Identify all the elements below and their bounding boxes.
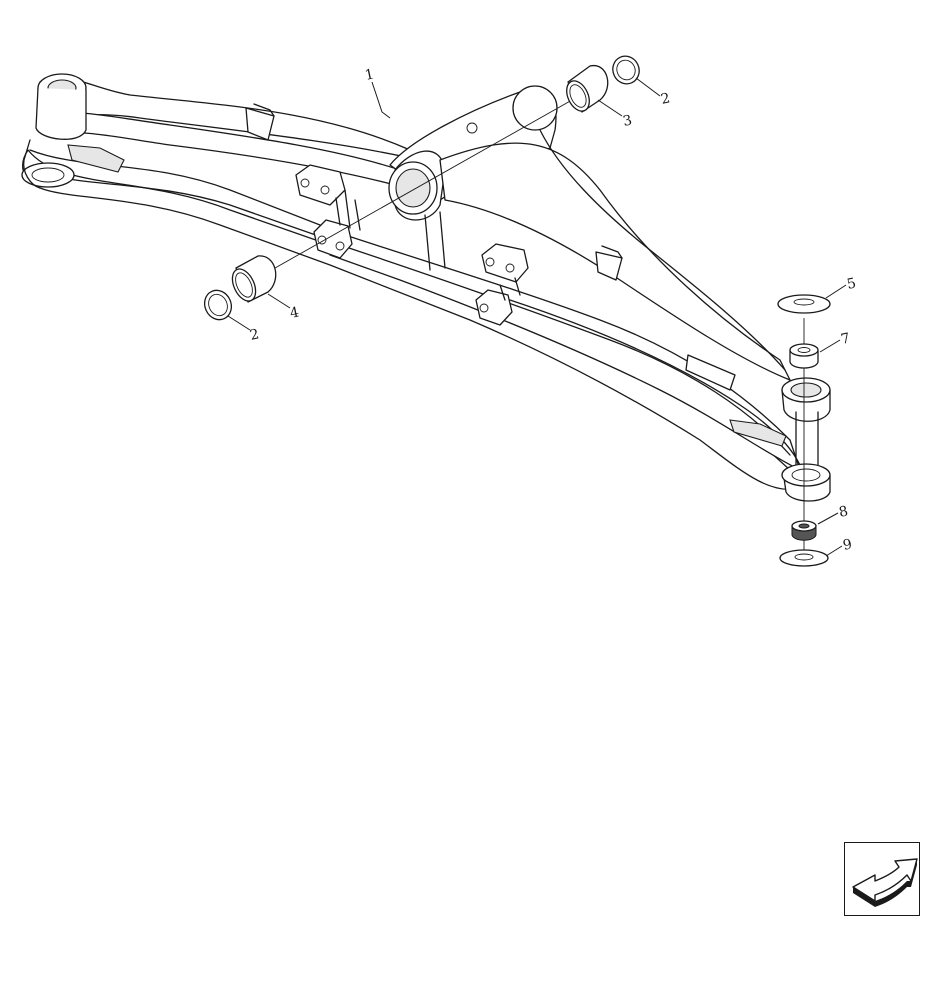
callout-2-front: 2 — [249, 326, 261, 344]
front-bushing — [231, 255, 277, 303]
callout-1: 1 — [364, 66, 376, 84]
leader-5 — [825, 284, 847, 299]
leader-9 — [825, 545, 843, 557]
next-page-arrow-icon — [852, 858, 918, 907]
next-page-button[interactable] — [844, 842, 920, 916]
rear-seal-ring — [612, 55, 640, 85]
axle-beam — [21, 73, 831, 502]
callout-8: 8 — [838, 503, 850, 521]
callout-5: 5 — [846, 275, 858, 293]
leader-1 — [371, 81, 391, 119]
callout-4: 4 — [289, 304, 301, 322]
thrust-washer-lower — [779, 549, 829, 567]
leader-7 — [819, 339, 841, 353]
callout-9: 9 — [842, 536, 854, 554]
leader-2a — [635, 77, 661, 97]
leader-2b — [227, 315, 251, 331]
lower-bearing — [791, 520, 817, 541]
callout-3: 3 — [622, 112, 634, 130]
leader-3 — [597, 99, 623, 117]
front-seal-ring — [203, 289, 233, 321]
rear-bushing — [566, 65, 609, 113]
leader-8 — [817, 512, 839, 525]
thrust-washer-upper — [777, 294, 831, 314]
leader-4 — [267, 293, 291, 309]
callout-2-rear: 2 — [660, 90, 672, 108]
upper-bearing — [789, 343, 819, 369]
pivot-axis-line — [267, 99, 573, 273]
callout-7: 7 — [840, 330, 852, 348]
